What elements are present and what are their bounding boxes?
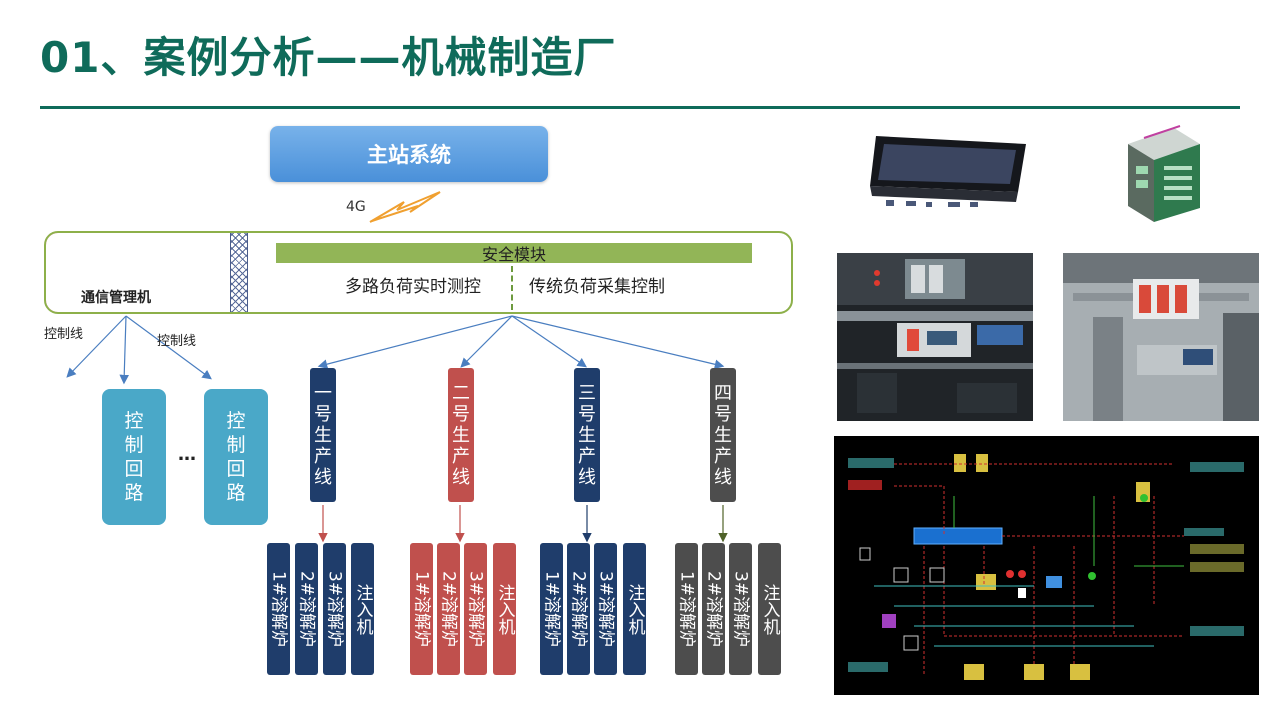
unit-label: 2#溶解炉 (568, 570, 589, 648)
link-label: 4G (346, 199, 366, 215)
production-line-1: 一号生产线 (310, 368, 336, 502)
injector-unit: 注入机 (493, 543, 516, 675)
furnace-unit: 3#溶解炉 (594, 543, 617, 675)
production-line-label: 四号生产线 (714, 382, 732, 488)
page-title: 01、案例分析——机械制造厂 (40, 33, 617, 82)
scada-screen (834, 436, 1259, 695)
unit-label: 2#溶解炉 (438, 570, 459, 648)
ellipsis: … (178, 444, 196, 465)
furnace-unit: 2#溶解炉 (437, 543, 460, 675)
production-line-4: 四号生产线 (710, 368, 736, 502)
wireless-bolt-icon (369, 191, 441, 223)
control-arrow (125, 315, 212, 380)
control-loop-label: 控制回路 (124, 410, 144, 504)
meter-module-photo (1114, 118, 1210, 230)
control-loop-box: 控制回路 (204, 389, 268, 525)
line-feed-arrow (317, 315, 513, 369)
connector-layer (66, 191, 728, 543)
line-feed-arrow (511, 315, 725, 370)
unit-label: 3#溶解炉 (465, 570, 486, 648)
hatched-separator (230, 233, 248, 312)
dashed-divider (511, 266, 513, 310)
furnace-unit: 3#溶解炉 (464, 543, 487, 675)
control-loop-label: 控制回路 (226, 410, 246, 504)
line-feed-arrow (460, 315, 513, 368)
control-line-label: 控制线 (44, 327, 84, 342)
production-line-3: 三号生产线 (574, 368, 600, 502)
control-arrow (66, 315, 127, 378)
master-station-box: 主站系统 (270, 126, 548, 182)
unit-label: 3#溶解炉 (595, 570, 616, 648)
unit-label: 注入机 (624, 583, 645, 635)
furnace-unit: 1#溶解炉 (675, 543, 698, 675)
unit-label: 注入机 (352, 583, 373, 635)
furnace-unit: 2#溶解炉 (295, 543, 318, 675)
control-arrow (119, 315, 130, 385)
production-line-label: 二号生产线 (452, 382, 470, 488)
control-line-label: 控制线 (157, 334, 197, 349)
furnace-unit: 1#溶解炉 (267, 543, 290, 675)
multi-load-label: 多路负荷实时测控 (345, 277, 481, 297)
unit-label: 1#溶解炉 (411, 570, 432, 648)
production-line-label: 三号生产线 (578, 382, 596, 488)
production-line-2: 二号生产线 (448, 368, 474, 502)
unit-label: 3#溶解炉 (324, 570, 345, 648)
injector-unit: 注入机 (623, 543, 646, 675)
unit-label: 1#溶解炉 (541, 570, 562, 648)
safety-module-bar: 安全模块 (276, 243, 752, 264)
furnace-unit: 1#溶解炉 (540, 543, 563, 675)
furnace-unit: 1#溶解炉 (410, 543, 433, 675)
injector-unit: 注入机 (351, 543, 374, 675)
unit-label: 注入机 (494, 583, 515, 635)
production-line-label: 一号生产线 (314, 382, 332, 488)
furnace-unit: 3#溶解炉 (729, 543, 752, 675)
comm-manager-section (46, 233, 248, 312)
line-feed-arrow (511, 315, 587, 368)
cabinet-photo-2 (1063, 253, 1259, 421)
comm-manager-label: 通信管理机 (81, 290, 151, 306)
unit-label: 2#溶解炉 (296, 570, 317, 648)
furnace-unit: 2#溶解炉 (567, 543, 590, 675)
cabinet-photo-1 (837, 253, 1033, 421)
control-loop-box: 控制回路 (102, 389, 166, 525)
injector-unit: 注入机 (758, 543, 781, 675)
title-divider (40, 106, 1240, 109)
gateway-panel (44, 231, 793, 314)
unit-label: 1#溶解炉 (268, 570, 289, 648)
unit-label: 3#溶解炉 (730, 570, 751, 648)
furnace-unit: 2#溶解炉 (702, 543, 725, 675)
touchscreen-photo (866, 130, 1036, 216)
traditional-load-label: 传统负荷采集控制 (529, 277, 665, 297)
unit-label: 1#溶解炉 (676, 570, 697, 648)
furnace-unit: 3#溶解炉 (323, 543, 346, 675)
unit-label: 注入机 (759, 583, 780, 635)
unit-label: 2#溶解炉 (703, 570, 724, 648)
